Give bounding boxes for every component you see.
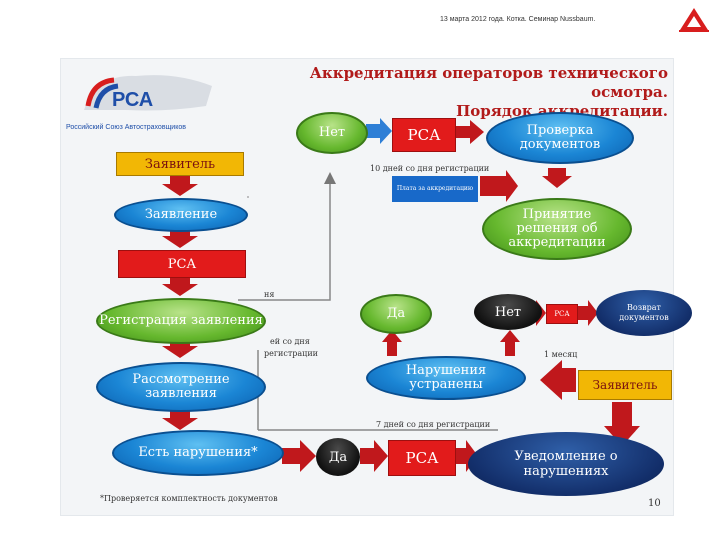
rsa-left-box: РСА bbox=[118, 250, 246, 278]
arrow-viol-to-yes bbox=[282, 440, 316, 472]
footnote: *Проверяется комплектность документов bbox=[100, 494, 278, 503]
slide-title-line2: Порядок аккредитации. bbox=[456, 102, 668, 120]
arrow-applicant-to-fixed bbox=[540, 360, 576, 400]
arrow-no-to-rsa bbox=[366, 118, 392, 144]
application-oval: Заявление bbox=[114, 198, 248, 232]
fixed-oval: Нарушения устранены bbox=[366, 356, 526, 400]
yes-mid-oval: Да bbox=[360, 294, 432, 334]
company-logo-icon bbox=[679, 8, 709, 32]
ten-days-note: 10 дней со дня регистрации bbox=[370, 164, 490, 173]
arrow-check-to-pay bbox=[542, 168, 572, 188]
no-mid-oval: Нет bbox=[474, 294, 542, 330]
violations-question-oval: Есть нарушения* bbox=[112, 430, 284, 476]
days-fragment-note: ей со дня регистрации bbox=[264, 336, 318, 360]
arrow-fixed-to-no bbox=[500, 330, 520, 356]
arrow-rsa-to-check bbox=[456, 120, 484, 144]
rsa-logo: РСА Российский Союз Автостраховщиков bbox=[66, 66, 216, 134]
days-frag-line2: регистрации bbox=[264, 349, 318, 358]
arrow-fixed-to-yes bbox=[382, 330, 402, 356]
page-number: 10 bbox=[648, 498, 661, 509]
rsa-bottom-box: РСА bbox=[388, 440, 456, 476]
header-text: 13 марта 2012 года. Котка. Семинар Nussb… bbox=[440, 16, 596, 23]
days-frag-line1: ей со дня bbox=[270, 337, 310, 346]
decision-oval: Принятие решения об аккредитации bbox=[482, 198, 632, 260]
slide-title: Аккредитация операторов технического осм… bbox=[258, 64, 668, 121]
rsa-top-box: РСА bbox=[392, 118, 456, 152]
month-note: 1 месяц bbox=[544, 350, 578, 359]
payment-box: Плата за аккредитацию bbox=[392, 176, 478, 202]
seven-days-note: 7 дней со дня регистрации bbox=[376, 420, 491, 429]
registration-oval: Регистрация заявления bbox=[96, 298, 266, 344]
applicant-right-box: Заявитель bbox=[578, 370, 672, 400]
arrow-payment-down bbox=[480, 170, 518, 202]
return-docs-oval: Возврат документов bbox=[596, 290, 692, 336]
yes-bottom-oval: Да bbox=[316, 438, 360, 476]
rsa-logo-text: РСА bbox=[112, 89, 153, 111]
frag-top-note: ня bbox=[264, 290, 275, 299]
arrow-yes-to-rsa bbox=[360, 440, 388, 472]
slide-title-line1: Аккредитация операторов технического осм… bbox=[309, 64, 668, 101]
rsa-small-box: РСА bbox=[546, 304, 578, 324]
rsa-map-icon: РСА bbox=[84, 75, 212, 111]
applicant-top-box: Заявитель bbox=[116, 152, 244, 176]
no-top-oval: Нет bbox=[296, 112, 368, 154]
arrow-rsa-to-return bbox=[574, 300, 598, 326]
check-docs-oval: Проверка документов bbox=[486, 112, 634, 164]
notice-oval: Уведомление о нарушениях bbox=[468, 432, 664, 496]
review-oval: Рассмотрение заявления bbox=[96, 362, 266, 412]
rsa-logo-caption: Российский Союз Автостраховщиков bbox=[66, 124, 186, 131]
